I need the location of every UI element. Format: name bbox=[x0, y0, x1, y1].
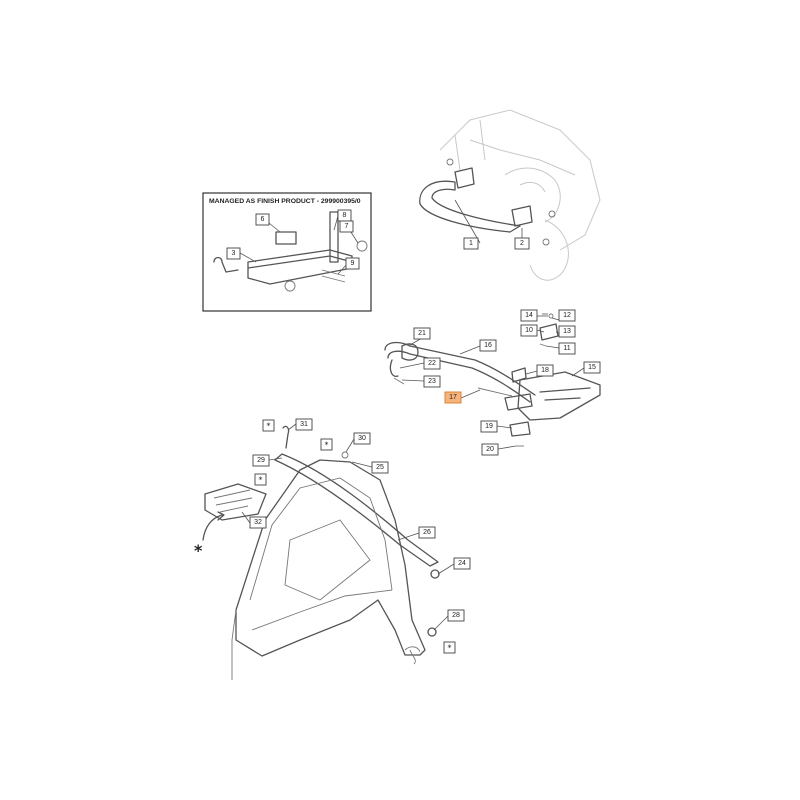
star-marker-31: * bbox=[262, 419, 275, 432]
star-marker-32: * bbox=[194, 541, 203, 560]
rollover-bar-assembly bbox=[202, 425, 440, 680]
callout-31: 31 bbox=[295, 418, 313, 431]
callout-11: 11 bbox=[558, 342, 576, 355]
callout-18: 18 bbox=[536, 364, 554, 377]
callout-25: 25 bbox=[371, 461, 389, 474]
callout-1: 1 bbox=[463, 237, 479, 250]
callout-6: 6 bbox=[255, 213, 270, 226]
svg-text:11: 11 bbox=[563, 345, 570, 352]
callout-15: 15 bbox=[583, 361, 601, 374]
callout-9: 9 bbox=[345, 257, 360, 270]
svg-text:6: 6 bbox=[261, 216, 265, 223]
svg-text:*: * bbox=[325, 441, 329, 450]
svg-text:28: 28 bbox=[452, 612, 460, 619]
callout-16: 16 bbox=[479, 339, 497, 352]
callout-14: 14 bbox=[520, 309, 538, 322]
svg-text:17: 17 bbox=[449, 394, 457, 401]
svg-text:21: 21 bbox=[418, 330, 426, 337]
svg-text:*: * bbox=[259, 476, 263, 485]
svg-text:12: 12 bbox=[563, 312, 571, 319]
callout-32: 32 bbox=[249, 516, 267, 529]
svg-text:1: 1 bbox=[469, 240, 473, 247]
callout-20: 20 bbox=[481, 443, 499, 456]
svg-text:29: 29 bbox=[257, 457, 265, 464]
callout-24: 24 bbox=[453, 557, 471, 570]
callout-23: 23 bbox=[423, 375, 441, 388]
svg-text:7: 7 bbox=[345, 223, 349, 230]
svg-text:13: 13 bbox=[563, 328, 571, 335]
svg-text:25: 25 bbox=[376, 464, 384, 471]
ghost-machine-frame bbox=[439, 109, 601, 281]
callout-3: 3 bbox=[226, 247, 241, 260]
inset-title: MANAGED AS FINISH PRODUCT - 299900395/0 bbox=[209, 198, 361, 205]
svg-text:*: * bbox=[267, 422, 271, 431]
callout-8: 8 bbox=[337, 209, 352, 222]
callout-26: 26 bbox=[418, 526, 436, 539]
svg-text:8: 8 bbox=[343, 212, 347, 219]
callout-21: 21 bbox=[413, 327, 431, 340]
callout-30: 30 bbox=[353, 432, 371, 445]
callout-28: 28 bbox=[447, 609, 465, 622]
svg-text:18: 18 bbox=[541, 367, 549, 374]
svg-text:15: 15 bbox=[588, 364, 596, 371]
callout-17: 17 bbox=[444, 391, 462, 404]
svg-text:9: 9 bbox=[351, 260, 355, 267]
callout-19: 19 bbox=[480, 420, 498, 433]
callout-13: 13 bbox=[558, 325, 576, 338]
svg-text:31: 31 bbox=[300, 421, 308, 428]
star-markers: * * * * * bbox=[194, 419, 456, 654]
svg-text:26: 26 bbox=[423, 529, 431, 536]
star-marker-30: * bbox=[320, 438, 333, 451]
star-marker-29: * bbox=[254, 473, 267, 486]
leader-lines bbox=[239, 199, 585, 631]
front-bumper-assembly bbox=[419, 158, 556, 246]
svg-text:16: 16 bbox=[484, 342, 492, 349]
svg-text:22: 22 bbox=[428, 360, 436, 367]
callout-10: 10 bbox=[520, 324, 538, 337]
callout-12: 12 bbox=[558, 309, 576, 322]
callout-2: 2 bbox=[514, 237, 530, 250]
svg-text:19: 19 bbox=[485, 423, 493, 430]
star-marker-28: * bbox=[443, 641, 456, 654]
svg-text:2: 2 bbox=[520, 240, 524, 247]
svg-text:23: 23 bbox=[428, 378, 436, 385]
svg-text:3: 3 bbox=[232, 250, 236, 257]
part-callouts: 1 2 10 11 12 13 14 15 16 17 18 19 20 21 … bbox=[249, 237, 601, 622]
svg-text:*: * bbox=[448, 644, 452, 653]
lift-handle-assembly bbox=[384, 313, 601, 447]
svg-text:32: 32 bbox=[254, 519, 262, 526]
callout-7: 7 bbox=[339, 220, 354, 233]
svg-text:14: 14 bbox=[525, 312, 533, 319]
svg-text:20: 20 bbox=[486, 446, 494, 453]
callout-22: 22 bbox=[423, 357, 441, 370]
svg-text:10: 10 bbox=[525, 327, 533, 334]
svg-text:30: 30 bbox=[358, 435, 366, 442]
callout-29: 29 bbox=[252, 454, 270, 467]
inset-callouts: 6 8 7 3 9 bbox=[226, 209, 360, 270]
svg-text:24: 24 bbox=[458, 560, 466, 567]
